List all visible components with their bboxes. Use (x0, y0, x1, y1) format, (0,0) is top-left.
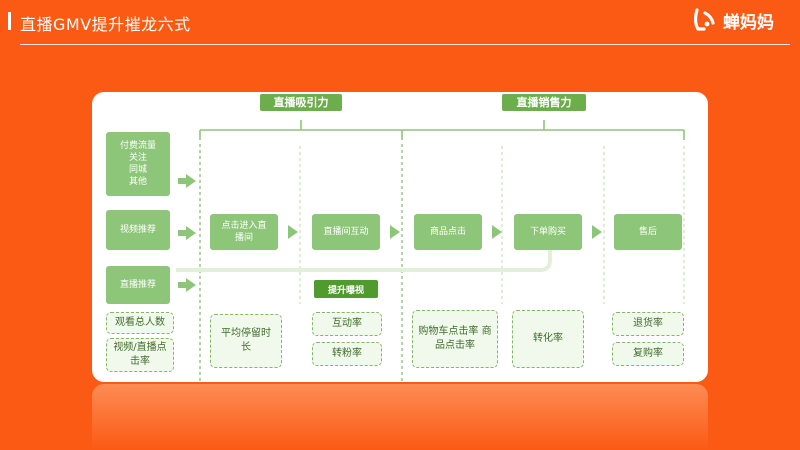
metric-cart-product-ctr: 购物车点击率 商品点击率 (412, 310, 498, 368)
arrow-stem (178, 178, 186, 184)
source-line: 同城 (128, 165, 147, 175)
funnel-diagram-card: 直播吸引力 直播销售力 付费流量关注同城其他 视频推荐 直播推荐 点击进入直播间… (92, 92, 708, 382)
stage-label-interaction: 直播间互动 (323, 227, 369, 237)
header-bar: 直播GMV提升摧龙六式 蝉妈妈 (0, 0, 800, 44)
arrow-right-icon (288, 225, 298, 239)
arrow-right-icon (592, 225, 602, 239)
source-line: 其他 (128, 177, 147, 187)
metric-video-live-ctr: 视频/直播点击率 (106, 338, 174, 372)
source-line: 视频推荐 (119, 225, 156, 235)
arrow-right-icon (186, 226, 196, 240)
stage-box-order: 下单购买 (514, 214, 582, 250)
arrow-right-icon (492, 225, 502, 239)
metric-video-live-ctr-text: 视频/直播点击率 (113, 342, 167, 367)
metric-avg-stay-time: 平均停留时长 (210, 314, 282, 368)
section-label-attraction: 直播吸引力 (260, 94, 342, 111)
metric-interaction-rate: 互动率 (312, 312, 382, 336)
source-box-paid-traffic: 付费流量关注同城其他 (106, 132, 170, 196)
metric-refund-rate: 退货率 (612, 312, 684, 336)
stage-box-product-click: 商品点击 (414, 214, 482, 250)
stage-box-interaction: 直播间互动 (312, 214, 380, 250)
bracket-and-divider-lines (176, 120, 685, 382)
arrow-right-icon (186, 174, 196, 188)
metric-repurchase-rate: 复购率 (612, 342, 684, 366)
source-line: 付费流量 (119, 141, 156, 151)
brand-name: 蝉妈妈 (723, 12, 774, 33)
arrow-right-icon (186, 278, 196, 292)
boost-exposure-badge: 提升曝视 (314, 280, 378, 298)
source-box-live-recommend: 直播推荐 (106, 266, 170, 304)
stage-label-after-sales: 售后 (638, 227, 657, 237)
stage-box-after-sales: 售后 (614, 214, 682, 250)
section-label-sales: 直播销售力 (502, 94, 586, 111)
metric-follow-rate: 转粉率 (312, 342, 382, 366)
stage-label-product-click: 商品点击 (429, 227, 466, 237)
stage-box-enter-room: 点击进入直播间 (210, 214, 278, 250)
source-line: 关注 (128, 153, 147, 163)
arrow-stem (178, 230, 186, 236)
source-box-video-recommend: 视频推荐 (106, 210, 170, 250)
stage-label-enter-room: 点击进入直播间 (221, 221, 267, 243)
source-line: 直播推荐 (119, 280, 156, 290)
arrow-stem (178, 282, 186, 288)
metric-total-viewers: 观看总人数 (106, 312, 174, 334)
metric-avg-stay-time-text: 平均停留时长 (221, 328, 271, 353)
title-divider (20, 44, 790, 45)
title-accent-bar (8, 12, 11, 30)
metric-conversion-rate: 转化率 (512, 310, 584, 368)
brand-logo: 蝉妈妈 (691, 7, 774, 33)
metric-cart-product-ctr-text: 购物车点击率 商品点击率 (418, 326, 492, 351)
card-reflection (92, 384, 708, 450)
page-title: 直播GMV提升摧龙六式 (20, 15, 191, 34)
arrow-right-icon (390, 225, 400, 239)
stage-label-order: 下单购买 (529, 227, 566, 237)
cicada-logo-icon (694, 8, 715, 31)
